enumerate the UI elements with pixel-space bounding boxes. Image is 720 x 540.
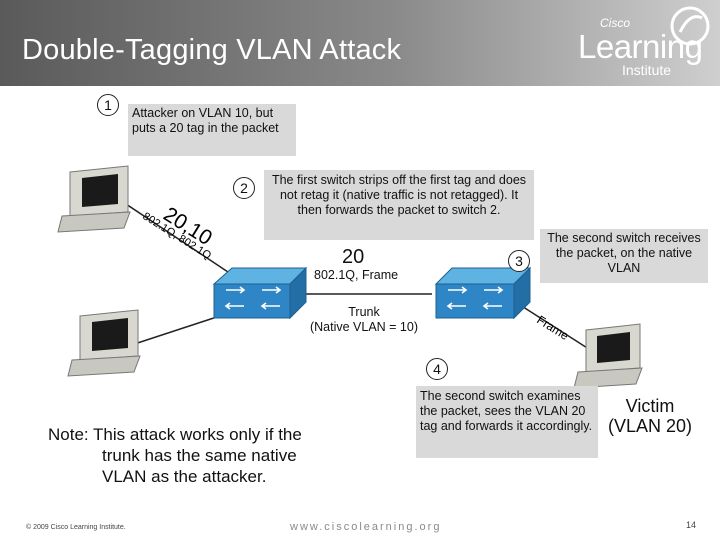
step-1-callout: Attacker on VLAN 10, but puts a 20 tag i… (128, 104, 296, 156)
victim-label-line1: Victim (625, 396, 675, 416)
page-number: 14 (686, 520, 697, 530)
logo-learning-text: Learning (578, 28, 703, 65)
step-3-callout: The second switch receives the packet, o… (540, 229, 708, 283)
note-line-2: trunk has the same native (102, 446, 297, 465)
switch-2-icon (434, 266, 532, 320)
trunk-frame-label: 802.1Q, Frame (314, 268, 399, 282)
note-line-3: VLAN as the attacker. (102, 467, 267, 486)
victim-computer-icon (573, 323, 643, 389)
cisco-learning-logo-icon (670, 6, 710, 46)
logo-cisco-text: Cisco (600, 16, 631, 30)
note-line-1: Note: This attack works only if the (48, 425, 302, 444)
trunk-label: Trunk (Native VLAN = 10) (300, 305, 428, 335)
victim-label-line2: (VLAN 20) (607, 416, 693, 436)
victim-label: Victim (VLAN 20) (600, 396, 700, 436)
step-3-marker: 3 (508, 250, 530, 272)
trunk-label-line2: (Native VLAN = 10) (309, 320, 419, 334)
attacker-computer-icon (57, 165, 131, 233)
trunk-label-line1: Trunk (348, 305, 380, 319)
step-4-callout: The second switch examines the packet, s… (416, 386, 598, 458)
footer-website: www.ciscolearning.org (290, 521, 442, 533)
step-4-marker: 4 (426, 358, 448, 380)
header-bar: Double-Tagging VLAN Attack Cisco Learnin… (0, 0, 720, 86)
attack-note: Note: This attack works only if the trun… (48, 424, 368, 487)
step-1-marker: 1 (97, 94, 119, 116)
step-2-marker: 2 (233, 177, 255, 199)
step-2-callout: The first switch strips off the first ta… (264, 170, 534, 240)
switch-1-icon (212, 266, 308, 320)
footer-copyright: © 2009 Cisco Learning Institute. (26, 524, 126, 531)
lower-left-computer-icon (67, 309, 141, 377)
victim-frame-label: Frame (534, 313, 571, 343)
trunk-tag-label: 20 (342, 246, 365, 268)
logo-institute-text: Institute (622, 62, 672, 78)
slide-title: Double-Tagging VLAN Attack (22, 34, 402, 66)
